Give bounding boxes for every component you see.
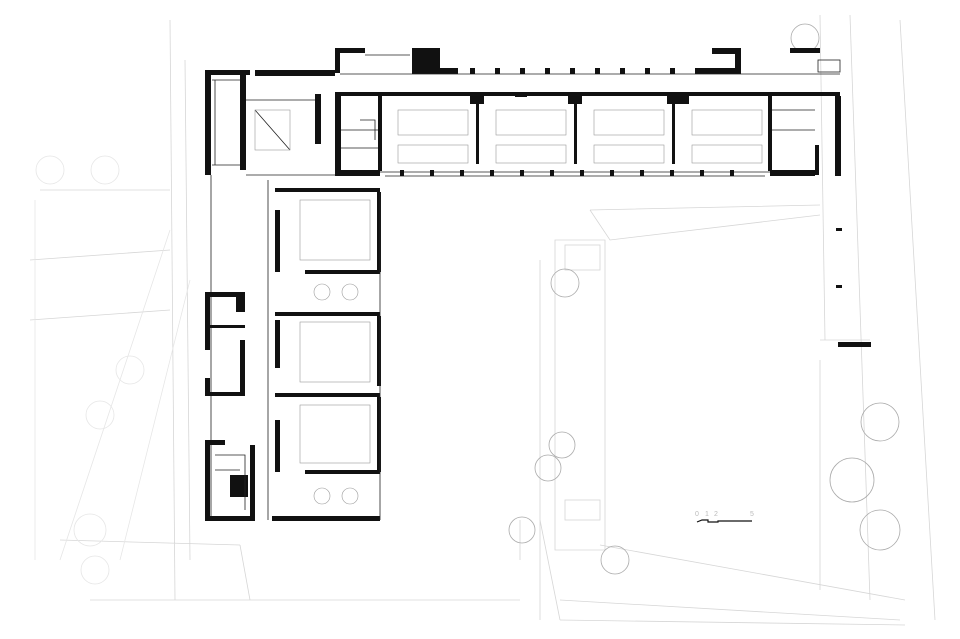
tree <box>508 516 536 544</box>
north-wing <box>335 48 841 177</box>
marker <box>836 228 842 231</box>
marker <box>836 285 842 288</box>
trees <box>508 23 901 575</box>
tree <box>600 545 630 575</box>
scale-label: 2 <box>714 511 718 518</box>
east-wall-segment <box>838 342 871 347</box>
window-piers <box>470 68 675 74</box>
tree <box>548 431 576 459</box>
scale-bar: 0 1 2 5 <box>695 511 754 523</box>
scale-label: 5 <box>750 511 754 518</box>
tree <box>859 509 901 551</box>
tree <box>790 23 820 53</box>
scale-label: 1 <box>705 511 709 518</box>
south-window-piers <box>400 170 734 176</box>
tree <box>860 402 900 442</box>
west-classroom-desks <box>299 199 371 505</box>
tree <box>550 268 580 298</box>
tree <box>534 454 562 482</box>
west-wing <box>205 70 381 521</box>
classroom-desks <box>397 109 763 164</box>
tree <box>829 457 875 503</box>
site-context <box>29 14 936 626</box>
scale-label: 0 <box>695 511 699 518</box>
